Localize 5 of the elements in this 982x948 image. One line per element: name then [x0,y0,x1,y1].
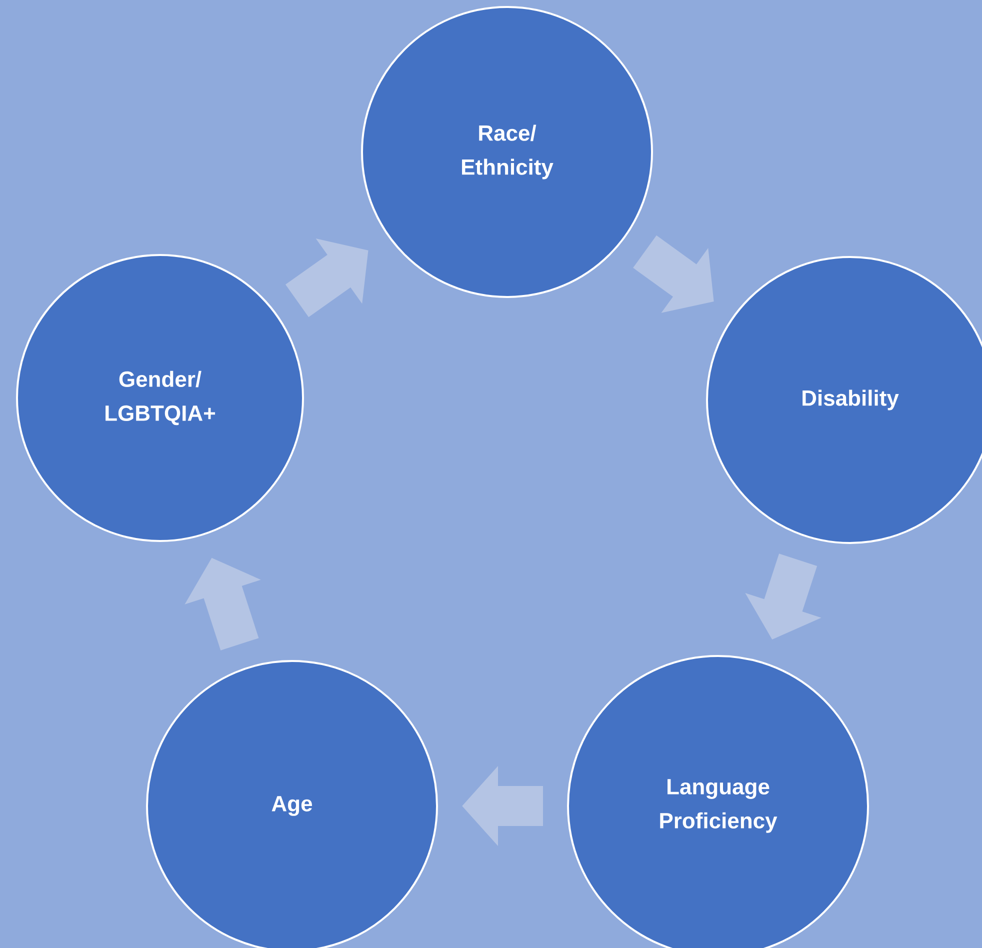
circle-node: Disability [706,256,982,544]
circle-node: Race/ Ethnicity [361,6,653,298]
circle-node: Language Proficiency [567,655,869,948]
circle-node: Gender/ LGBTQIA+ [16,254,304,542]
circle-node: Age [146,660,438,948]
